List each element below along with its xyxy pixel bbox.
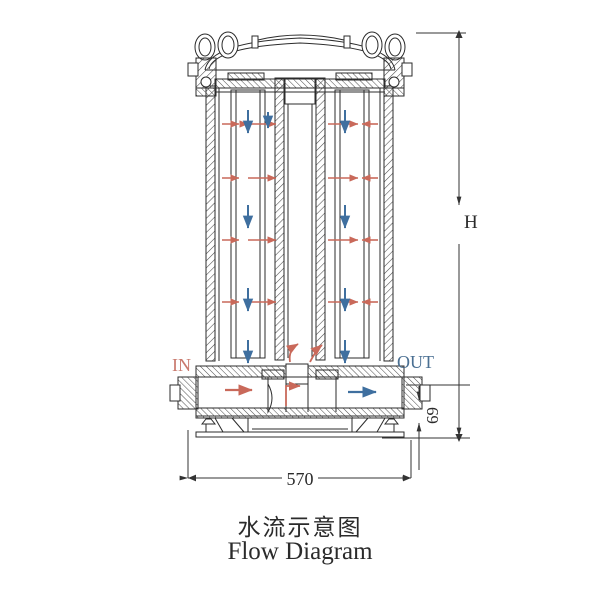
foot-pad-right bbox=[383, 418, 400, 425]
red-curve-left bbox=[286, 343, 299, 363]
bottom-manifold bbox=[169, 363, 431, 419]
dimension-H-label: H bbox=[464, 212, 478, 233]
lid-lug-right bbox=[343, 35, 351, 49]
red-riser-flow-arrows bbox=[285, 343, 323, 406]
gusset-l2 bbox=[231, 417, 245, 433]
outlet-label: OUT bbox=[397, 352, 434, 372]
gusset-r2 bbox=[355, 417, 369, 433]
swing-bolt-clamp-right bbox=[361, 31, 413, 97]
outlet-nozzle bbox=[401, 376, 431, 410]
gusset-l1 bbox=[214, 417, 224, 433]
red-curve-right bbox=[309, 344, 323, 363]
dimension-570 bbox=[179, 430, 412, 482]
base-plate bbox=[195, 417, 405, 438]
foot-pad-left bbox=[200, 418, 217, 425]
cartridge-3 bbox=[334, 89, 370, 359]
dimension-lines bbox=[179, 30, 470, 482]
dimension-69-label: 69 bbox=[423, 407, 442, 424]
lid-lug-left bbox=[251, 35, 259, 49]
dim-H-arrow-top bbox=[455, 30, 463, 38]
manifold-flow-arrows bbox=[225, 384, 377, 398]
gusset-r3 bbox=[376, 417, 386, 433]
shell-wall-right bbox=[383, 85, 394, 362]
inlet-nozzle bbox=[169, 376, 199, 410]
blue-down-flow-arrows bbox=[242, 110, 351, 364]
shell-wall-left bbox=[205, 85, 216, 362]
domed-lid bbox=[204, 34, 396, 71]
filter-shell bbox=[205, 72, 394, 362]
dimension-570-label: 570 bbox=[287, 469, 314, 489]
caption-chinese: 水流示意图 bbox=[237, 515, 363, 540]
dim-H-arrow-bottom bbox=[455, 434, 463, 442]
swing-bolt-clamp-left bbox=[187, 31, 239, 97]
centre-standpipe bbox=[274, 77, 326, 361]
caption-english: Flow Diagram bbox=[227, 538, 373, 565]
inlet-label: IN bbox=[172, 355, 191, 375]
red-riser-up bbox=[285, 381, 301, 406]
